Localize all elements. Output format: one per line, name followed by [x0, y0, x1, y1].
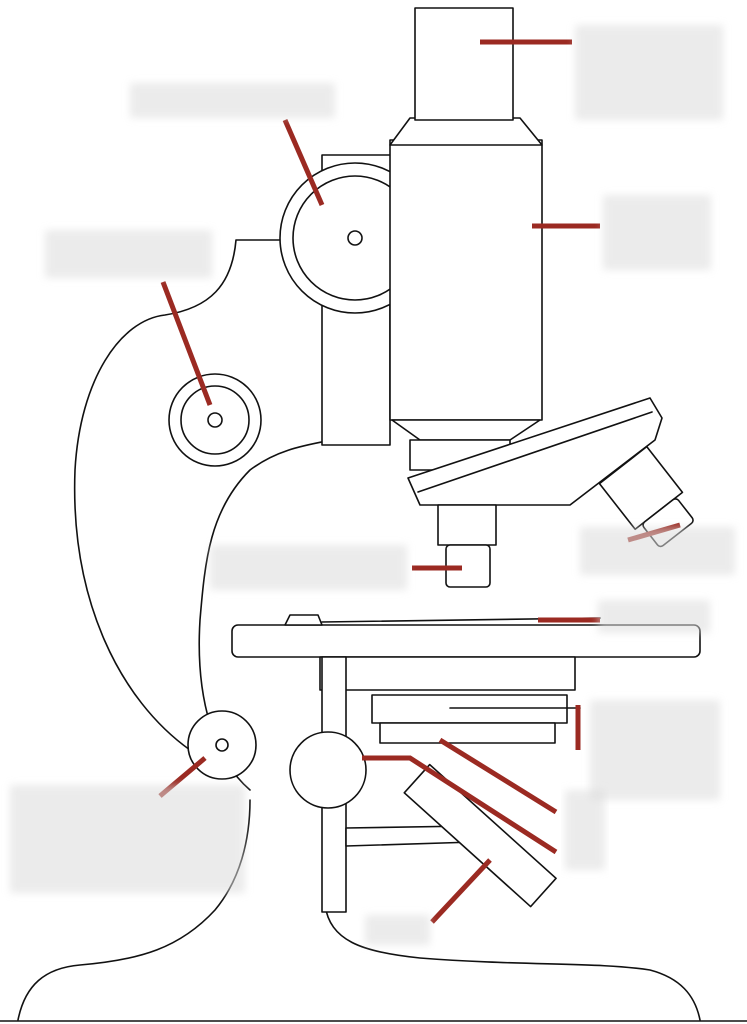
nosepiece-edge	[417, 411, 653, 493]
condenser	[371, 694, 568, 724]
lamp-switch	[187, 710, 257, 780]
body-tube	[389, 139, 543, 421]
tube-bottom	[391, 419, 541, 441]
leader-coarse-focus	[282, 119, 325, 206]
eyepiece	[414, 7, 514, 121]
mirror	[403, 763, 557, 908]
leader-fine-focus	[160, 281, 213, 406]
condenser-knob	[289, 731, 367, 809]
fine-focus-ring	[180, 385, 250, 455]
tube-collar	[389, 117, 543, 146]
fine-focus-center	[207, 412, 223, 428]
diaphragm	[379, 722, 556, 744]
label-box-objective-high	[580, 527, 735, 575]
label-boxes	[10, 25, 735, 945]
leader-condenser-knob	[362, 755, 558, 855]
leader-condenser	[438, 737, 558, 815]
label-box-stage	[598, 600, 710, 633]
label-box-eyepiece	[575, 25, 723, 120]
label-box-diaphragm	[590, 700, 720, 800]
label-box-fine-focus	[45, 230, 212, 278]
coarse-focus-center	[347, 230, 363, 246]
label-box-lamp-switch	[10, 785, 245, 893]
substage	[319, 656, 576, 691]
leader-mirror	[430, 858, 492, 924]
label-box-mirror	[365, 915, 430, 945]
objective-low-body	[437, 504, 497, 546]
base-right	[324, 904, 701, 1021]
lamp-switch-center	[215, 738, 229, 752]
label-box-objective-low	[210, 545, 407, 590]
label-box-body-tube	[603, 195, 711, 270]
label-box-coarse-focus	[130, 83, 335, 118]
label-box-condenser	[565, 790, 605, 870]
stage-clip	[284, 614, 323, 626]
arm	[73, 239, 283, 751]
leader-lines	[158, 39, 681, 924]
